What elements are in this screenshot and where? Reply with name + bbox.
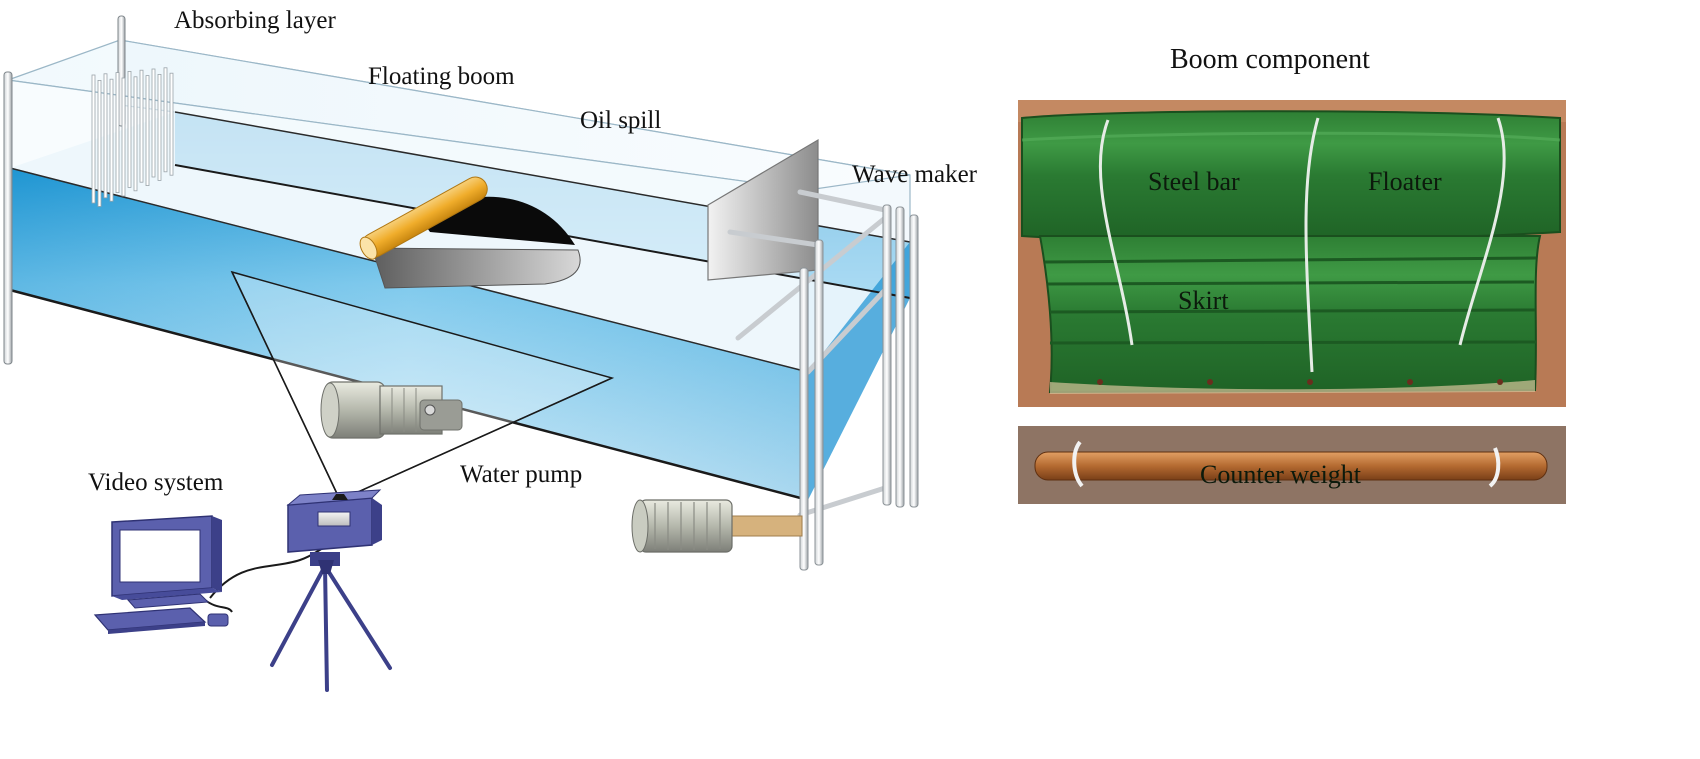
tank-front-water-glow <box>10 168 808 500</box>
computer-mouse <box>207 613 229 627</box>
absorber-rod <box>133 76 138 192</box>
label-steel-bar: Steel bar <box>1148 167 1240 196</box>
wave-maker-pole-5 <box>909 214 919 508</box>
boom-component-panel: Boom component <box>1018 44 1566 504</box>
absorber-rod <box>91 74 96 204</box>
absorber-rod <box>115 72 120 193</box>
wave-maker <box>631 138 919 571</box>
label-floater: Floater <box>1368 167 1442 196</box>
counter-weight-ties <box>1072 440 1501 488</box>
absorbing-layer <box>91 67 174 207</box>
absorber-rod <box>157 74 162 181</box>
counter-weight-photo: Counter weight <box>1018 426 1566 504</box>
absorber-rod <box>139 69 144 183</box>
label-video-system: Video system <box>88 469 224 496</box>
wave-maker-pole-2 <box>814 239 824 566</box>
tank-pole-left <box>3 71 13 365</box>
boom-skirt-seams <box>1044 256 1537 345</box>
wave-maker-motor <box>631 499 803 553</box>
wave-maker-pole-3 <box>882 204 892 506</box>
video-camera <box>286 489 382 566</box>
water-pump <box>320 381 463 439</box>
boom-panel-title: Boom component <box>1170 44 1370 75</box>
boom-photo: Steel bar Floater Skirt <box>1018 100 1566 407</box>
label-oil-spill: Oil spill <box>580 107 661 134</box>
computer-monitor <box>111 515 222 609</box>
wave-maker-pole-1 <box>799 267 809 571</box>
absorber-rod <box>97 80 102 207</box>
absorber-rod <box>109 78 114 202</box>
floating-boom-model <box>359 176 581 289</box>
absorber-rod <box>121 77 126 197</box>
boom-steel-bars <box>1098 117 1506 373</box>
label-skirt: Skirt <box>1178 286 1229 315</box>
boom-grommets <box>1097 379 1503 385</box>
absorber-rod <box>151 68 156 178</box>
label-absorbing-layer: Absorbing layer <box>174 7 336 34</box>
wave-maker-pole-4 <box>895 206 905 508</box>
label-floating-boom: Floating boom <box>368 63 515 90</box>
absorber-rod <box>169 72 174 176</box>
absorber-rod <box>103 73 108 199</box>
boom-cylinder <box>359 176 488 260</box>
absorber-rod <box>127 71 132 188</box>
label-counter-weight: Counter weight <box>1200 460 1362 489</box>
boom-skirt <box>371 247 581 289</box>
video-system <box>93 489 392 692</box>
camera-tripod <box>270 564 392 692</box>
absorber-rod <box>163 67 168 173</box>
absorber-rod <box>145 75 150 186</box>
label-wave-maker: Wave maker <box>852 161 978 188</box>
boom-floater-fabric <box>1021 110 1561 242</box>
label-water-pump: Water pump <box>460 461 582 488</box>
